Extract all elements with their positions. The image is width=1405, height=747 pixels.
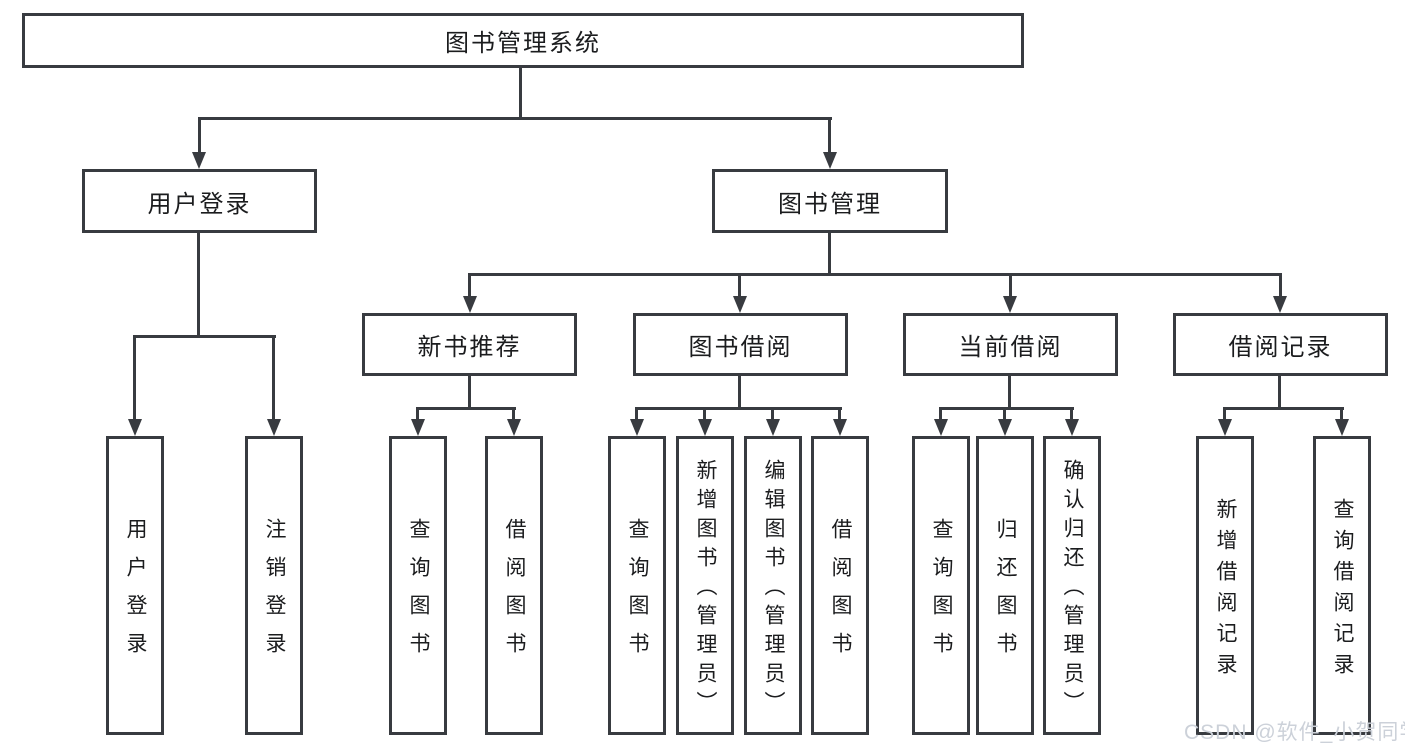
node-book-borrow: 图书借阅 bbox=[633, 313, 848, 376]
node-current-borrow: 当前借阅 bbox=[903, 313, 1118, 376]
connector-line bbox=[133, 335, 136, 421]
arrow-down-icon bbox=[1218, 419, 1232, 436]
connector-line bbox=[1340, 407, 1343, 421]
connector-line bbox=[468, 376, 471, 410]
connector-line bbox=[738, 376, 741, 410]
node-leaf-user-login: 用户登录 bbox=[106, 436, 164, 735]
connector-line bbox=[838, 407, 841, 421]
node-leaf-return-book: 归还图书 bbox=[976, 436, 1034, 735]
connector-line bbox=[272, 335, 275, 421]
arrow-down-icon bbox=[192, 152, 206, 169]
connector-line bbox=[939, 407, 942, 421]
connector-line bbox=[1278, 376, 1281, 410]
connector-line bbox=[417, 407, 516, 410]
node-borrow-records: 借阅记录 bbox=[1173, 313, 1388, 376]
arrow-down-icon bbox=[1273, 296, 1287, 313]
arrow-down-icon bbox=[833, 419, 847, 436]
arrow-down-icon bbox=[267, 419, 281, 436]
arrow-down-icon bbox=[998, 419, 1012, 436]
connector-line bbox=[519, 68, 522, 117]
node-new-book-recommend: 新书推荐 bbox=[362, 313, 577, 376]
connector-line bbox=[469, 273, 1282, 276]
connector-line bbox=[703, 407, 706, 421]
csdn-watermark: CSDN @软件_小贺同学 bbox=[1184, 721, 1405, 744]
connector-line bbox=[1224, 407, 1344, 410]
node-leaf-confirm-return-admin: 确认归还（管理员） bbox=[1043, 436, 1101, 735]
connector-line bbox=[197, 233, 200, 338]
connector-line bbox=[828, 233, 831, 276]
connector-line bbox=[416, 407, 419, 421]
connector-line bbox=[1003, 407, 1006, 421]
node-leaf-add-borrow-record: 新增借阅记录 bbox=[1196, 436, 1254, 735]
arrow-down-icon bbox=[630, 419, 644, 436]
node-leaf-borrow-book: 借阅图书 bbox=[485, 436, 543, 735]
connector-line bbox=[738, 273, 741, 298]
connector-line bbox=[1008, 376, 1011, 410]
arrow-down-icon bbox=[766, 419, 780, 436]
node-library-system: 图书管理系统 bbox=[22, 13, 1024, 68]
arrow-down-icon bbox=[128, 419, 142, 436]
node-book-management: 图书管理 bbox=[712, 169, 948, 233]
connector-line bbox=[1279, 273, 1282, 298]
node-leaf-query-book: 查询图书 bbox=[608, 436, 666, 735]
connector-line bbox=[512, 407, 515, 421]
connector-line bbox=[771, 407, 774, 421]
connector-line bbox=[828, 117, 831, 154]
connector-line bbox=[1009, 273, 1012, 298]
connector-line bbox=[1223, 407, 1226, 421]
connector-line bbox=[198, 117, 832, 120]
connector-line bbox=[1070, 407, 1073, 421]
node-leaf-query-book: 查询图书 bbox=[912, 436, 970, 735]
node-leaf-query-book: 查询图书 bbox=[389, 436, 447, 735]
arrow-down-icon bbox=[823, 152, 837, 169]
arrow-down-icon bbox=[1065, 419, 1079, 436]
arrow-down-icon bbox=[1003, 296, 1017, 313]
arrow-down-icon bbox=[463, 296, 477, 313]
arrow-down-icon bbox=[733, 296, 747, 313]
connector-line bbox=[940, 407, 1074, 410]
arrow-down-icon bbox=[411, 419, 425, 436]
connector-line bbox=[635, 407, 638, 421]
node-leaf-edit-book-admin: 编辑图书（管理员） bbox=[744, 436, 802, 735]
arrow-down-icon bbox=[507, 419, 521, 436]
connector-line bbox=[468, 273, 471, 298]
arrow-down-icon bbox=[1335, 419, 1349, 436]
connector-line bbox=[636, 407, 842, 410]
node-leaf-add-book-admin: 新增图书（管理员） bbox=[676, 436, 734, 735]
arrow-down-icon bbox=[698, 419, 712, 436]
connector-line bbox=[198, 117, 201, 154]
node-leaf-borrow-book: 借阅图书 bbox=[811, 436, 869, 735]
arrow-down-icon bbox=[934, 419, 948, 436]
connector-line bbox=[134, 335, 276, 338]
node-user-login: 用户登录 bbox=[82, 169, 317, 233]
node-leaf-logout: 注销登录 bbox=[245, 436, 303, 735]
node-leaf-query-borrow-record: 查询借阅记录 bbox=[1313, 436, 1371, 735]
